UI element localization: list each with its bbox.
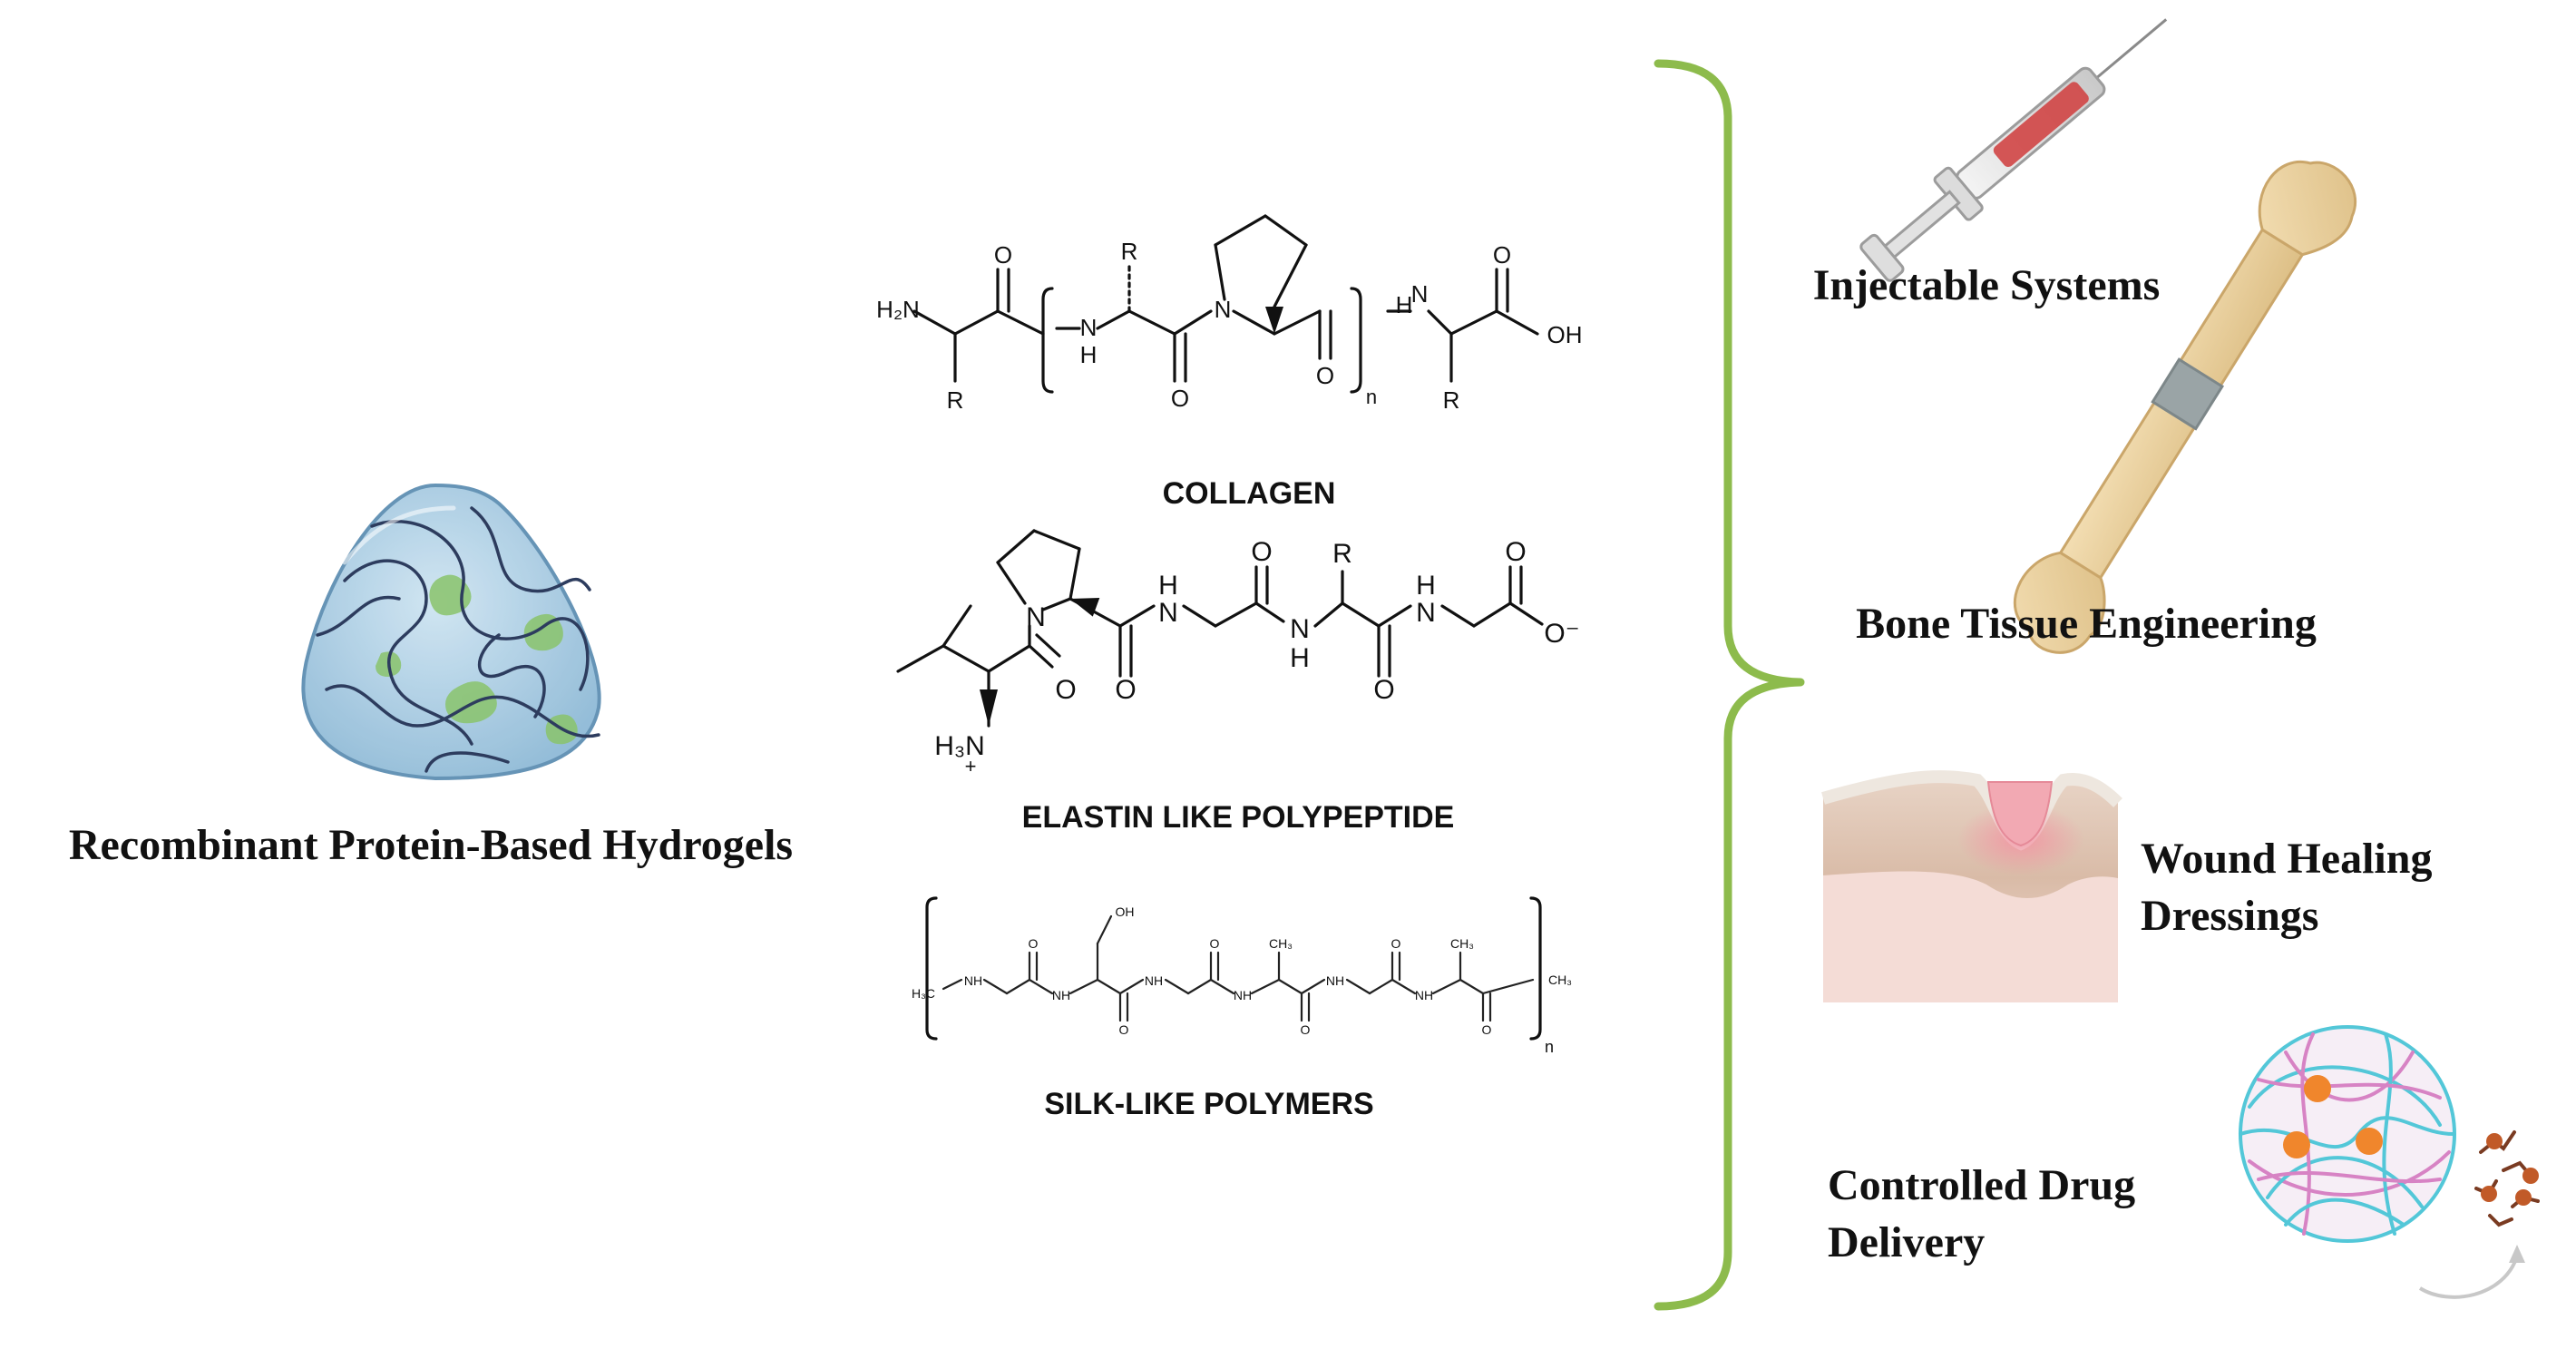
app-drug-label-2: Delivery [1828, 1218, 1985, 1266]
svg-text:O: O [1055, 675, 1076, 705]
svg-text:R: R [1121, 238, 1138, 265]
svg-text:O: O [994, 241, 1012, 269]
svg-text:H: H [1290, 643, 1310, 673]
hydrogel-title: Recombinant Protein-Based Hydrogels [69, 821, 793, 869]
svg-text:N: N [1026, 602, 1046, 632]
elastin-label: ELASTIN LIKE POLYPEPTIDE [1022, 800, 1455, 835]
svg-text:N: N [1158, 598, 1178, 628]
skin-wound-icon [1821, 770, 2122, 1002]
svg-text:O: O [1029, 936, 1039, 951]
svg-text:H: H [1396, 291, 1413, 318]
svg-text:O: O [1316, 362, 1334, 389]
svg-text:CH₃: CH₃ [1269, 936, 1293, 951]
collagen-structure: H₂N O R N H R O N O n N H R O OH [876, 214, 1583, 414]
svg-text:N: N [1290, 614, 1310, 644]
syringe-icon [1859, 18, 2168, 282]
svg-text:N: N [1411, 280, 1429, 308]
bone-icon [2013, 160, 2357, 654]
hydrogel-illustration [301, 483, 601, 781]
app-bone-label: Bone Tissue Engineering [1856, 600, 2317, 648]
svg-text:CH₃: CH₃ [1450, 936, 1474, 951]
svg-text:NH: NH [1234, 988, 1252, 1002]
drug-nanogel-icon [2239, 1025, 2540, 1299]
svg-text:O: O [1493, 241, 1511, 269]
svg-text:H₃C: H₃C [912, 986, 935, 1001]
svg-text:O: O [1301, 1022, 1311, 1037]
svg-text:NH: NH [1415, 988, 1433, 1002]
svg-text:H: H [1080, 341, 1098, 368]
svg-text:R: R [1332, 539, 1352, 569]
svg-text:NH: NH [1145, 973, 1163, 988]
svg-text:N: N [1416, 598, 1436, 628]
silk-label: SILK-LIKE POLYMERS [1044, 1087, 1373, 1121]
svg-text:n: n [1366, 386, 1377, 408]
svg-text:N: N [1215, 296, 1232, 323]
svg-text:NH: NH [1326, 973, 1344, 988]
app-wound-label-2: Dressings [2141, 892, 2318, 940]
app-wound-label-1: Wound Healing [2141, 835, 2432, 883]
svg-text:CH₃: CH₃ [1548, 973, 1572, 987]
svg-text:H: H [1416, 571, 1436, 601]
svg-text:O: O [1171, 385, 1189, 412]
svg-text:O: O [1251, 537, 1272, 567]
app-injectable-label: Injectable Systems [1813, 261, 2161, 309]
svg-text:R: R [1443, 386, 1460, 414]
collagen-label: COLLAGEN [1163, 476, 1336, 511]
silk-structure: H₃C NH O NH OH O NH O NH CH₃ O NH O NH C… [912, 896, 1572, 1056]
elastin-structure: N O H N O O N H R O H N O O⁻ H₃N + [896, 529, 1580, 777]
svg-text:+: + [965, 755, 977, 777]
svg-text:NH: NH [1052, 988, 1070, 1002]
svg-text:O: O [1210, 936, 1220, 951]
svg-text:O: O [1373, 675, 1394, 705]
svg-text:O: O [1115, 675, 1136, 705]
grouping-brace [1654, 59, 1805, 1311]
svg-text:O: O [1505, 537, 1526, 567]
svg-text:OH: OH [1116, 904, 1135, 919]
app-drug-label-1: Controlled Drug [1828, 1161, 2135, 1209]
svg-text:O: O [1119, 1022, 1129, 1037]
svg-text:R: R [947, 386, 964, 414]
svg-text:N: N [1080, 314, 1098, 341]
svg-text:H: H [1158, 571, 1178, 601]
svg-text:O⁻: O⁻ [1544, 619, 1579, 649]
svg-text:OH: OH [1547, 321, 1583, 348]
svg-text:H₃N: H₃N [934, 731, 985, 761]
svg-text:H₂N: H₂N [876, 296, 920, 323]
svg-text:NH: NH [964, 973, 982, 988]
svg-text:n: n [1545, 1038, 1554, 1056]
svg-text:O: O [1482, 1022, 1492, 1037]
svg-text:O: O [1391, 936, 1401, 951]
